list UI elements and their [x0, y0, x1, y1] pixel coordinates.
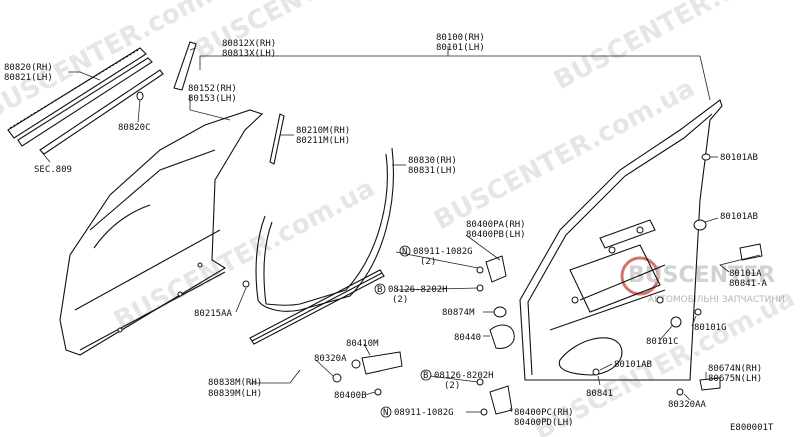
door-lock-80400pa [476, 255, 507, 283]
symbol-b-top: B [374, 283, 386, 295]
label-80674n: 80674N(RH) [708, 364, 762, 374]
grommet-80320a [332, 373, 342, 383]
label-80400pc: 80400PC(RH) [514, 408, 574, 418]
handle-80440 [489, 324, 515, 349]
symbol-n-top: N [399, 245, 411, 257]
label-80440: 80440 [454, 333, 481, 343]
label-08126-top: 08126-8202H [388, 285, 448, 295]
sill-molding [249, 269, 385, 345]
brand-logo-ring [620, 256, 660, 296]
brand-name: BUSCENTER [628, 263, 775, 288]
label-08911-bot: 08911-1082G [394, 408, 454, 418]
label-80841: 80841 [586, 389, 613, 399]
part-labels: 80820(RH) 80821(LH) 80820C SEC.809 80812… [4, 33, 774, 433]
label-80820c: 80820C [118, 123, 151, 133]
label-80813x: 80813X(LH) [222, 49, 276, 59]
symbol-b: B [377, 285, 382, 295]
outer-door-panel [59, 109, 264, 356]
sash-cover [173, 41, 197, 91]
brand-tagline: АВТОМОБІЛЬНІ ЗАПЧАСТИНИ [648, 295, 785, 305]
leader-lines [39, 46, 761, 413]
label-80400pb: 80400PB(LH) [466, 230, 526, 240]
watermark-text: BUSCENTER.com.ua [429, 73, 700, 236]
label-80215aa: 80215AA [194, 309, 233, 319]
symbol-b: B [423, 371, 428, 381]
label-80400b: 80400B [334, 391, 367, 401]
label-08126-bot: 08126-8202H [434, 371, 494, 381]
sash-trim [269, 113, 285, 165]
diagram-id: E800001T [730, 423, 774, 433]
label-sec809: SEC.809 [34, 165, 72, 175]
label-80320a: 80320A [314, 354, 347, 364]
check-link-80410m [351, 351, 403, 375]
label-80820: 80820(RH) [4, 63, 53, 73]
label-80410m: 80410M [346, 339, 379, 349]
label-80101c: 80101C [646, 337, 679, 347]
label-80320aa: 80320AA [668, 400, 707, 410]
clip-80215aa [242, 280, 250, 288]
label-80821: 80821(LH) [4, 73, 53, 83]
label-80101g: 80101G [694, 323, 727, 333]
label-80101ab: 80101AB [720, 212, 758, 222]
label-80675n: 80675N(LH) [708, 374, 762, 384]
label-80153: 80153(LH) [188, 94, 237, 104]
label-80838m: 80838M(RH) [208, 378, 262, 388]
label-08911-top: 08911-1082G [413, 247, 473, 257]
label-08126-qty-top: (2) [392, 295, 408, 305]
watermark-text: BUSCENTER.com.ua [109, 173, 380, 336]
label-80812x: 80812X(RH) [222, 39, 276, 49]
label-80101ab: 80101AB [720, 153, 758, 163]
label-80400pa: 80400PA(RH) [466, 220, 526, 230]
symbol-n: N [402, 247, 407, 257]
label-80100: 80100(RH) [436, 33, 485, 43]
symbol-n: N [383, 408, 388, 418]
label-80101a: 80101A [729, 269, 762, 279]
symbol-n-bottom: N [380, 406, 392, 418]
symbol-b-bottom: B [420, 369, 432, 381]
bolt-80400b [374, 388, 382, 396]
label-80101ab-3: 80101AB [614, 360, 652, 370]
label-80400pd: 80400PD(LH) [514, 418, 574, 428]
label-08911-qty-top: (2) [420, 257, 436, 267]
lock-80400pc [480, 385, 513, 416]
label-08126-qty-bot: (2) [444, 381, 460, 391]
inner-door-frame [519, 99, 723, 381]
clip-80820c [136, 91, 144, 101]
label-80101: 80101(LH) [436, 43, 485, 53]
label-80830: 80830(RH) [408, 156, 457, 166]
label-80839m: 80839M(LH) [208, 389, 262, 399]
outer-molding-strip [7, 47, 153, 147]
label-80210m: 80210M(RH) [296, 126, 350, 136]
label-80841a: 80841-A [729, 279, 768, 289]
label-80211m: 80211M(LH) [296, 136, 350, 146]
label-80152: 80152(RH) [188, 84, 237, 94]
label-80831: 80831(LH) [408, 166, 457, 176]
bumper-80874m [493, 306, 507, 318]
brand-logo: BUSCENTER АВТОМОБІЛЬНІ ЗАПЧАСТИНИ [620, 256, 785, 305]
door-weatherstrip [255, 147, 394, 312]
label-80874m: 80874M [442, 308, 475, 318]
